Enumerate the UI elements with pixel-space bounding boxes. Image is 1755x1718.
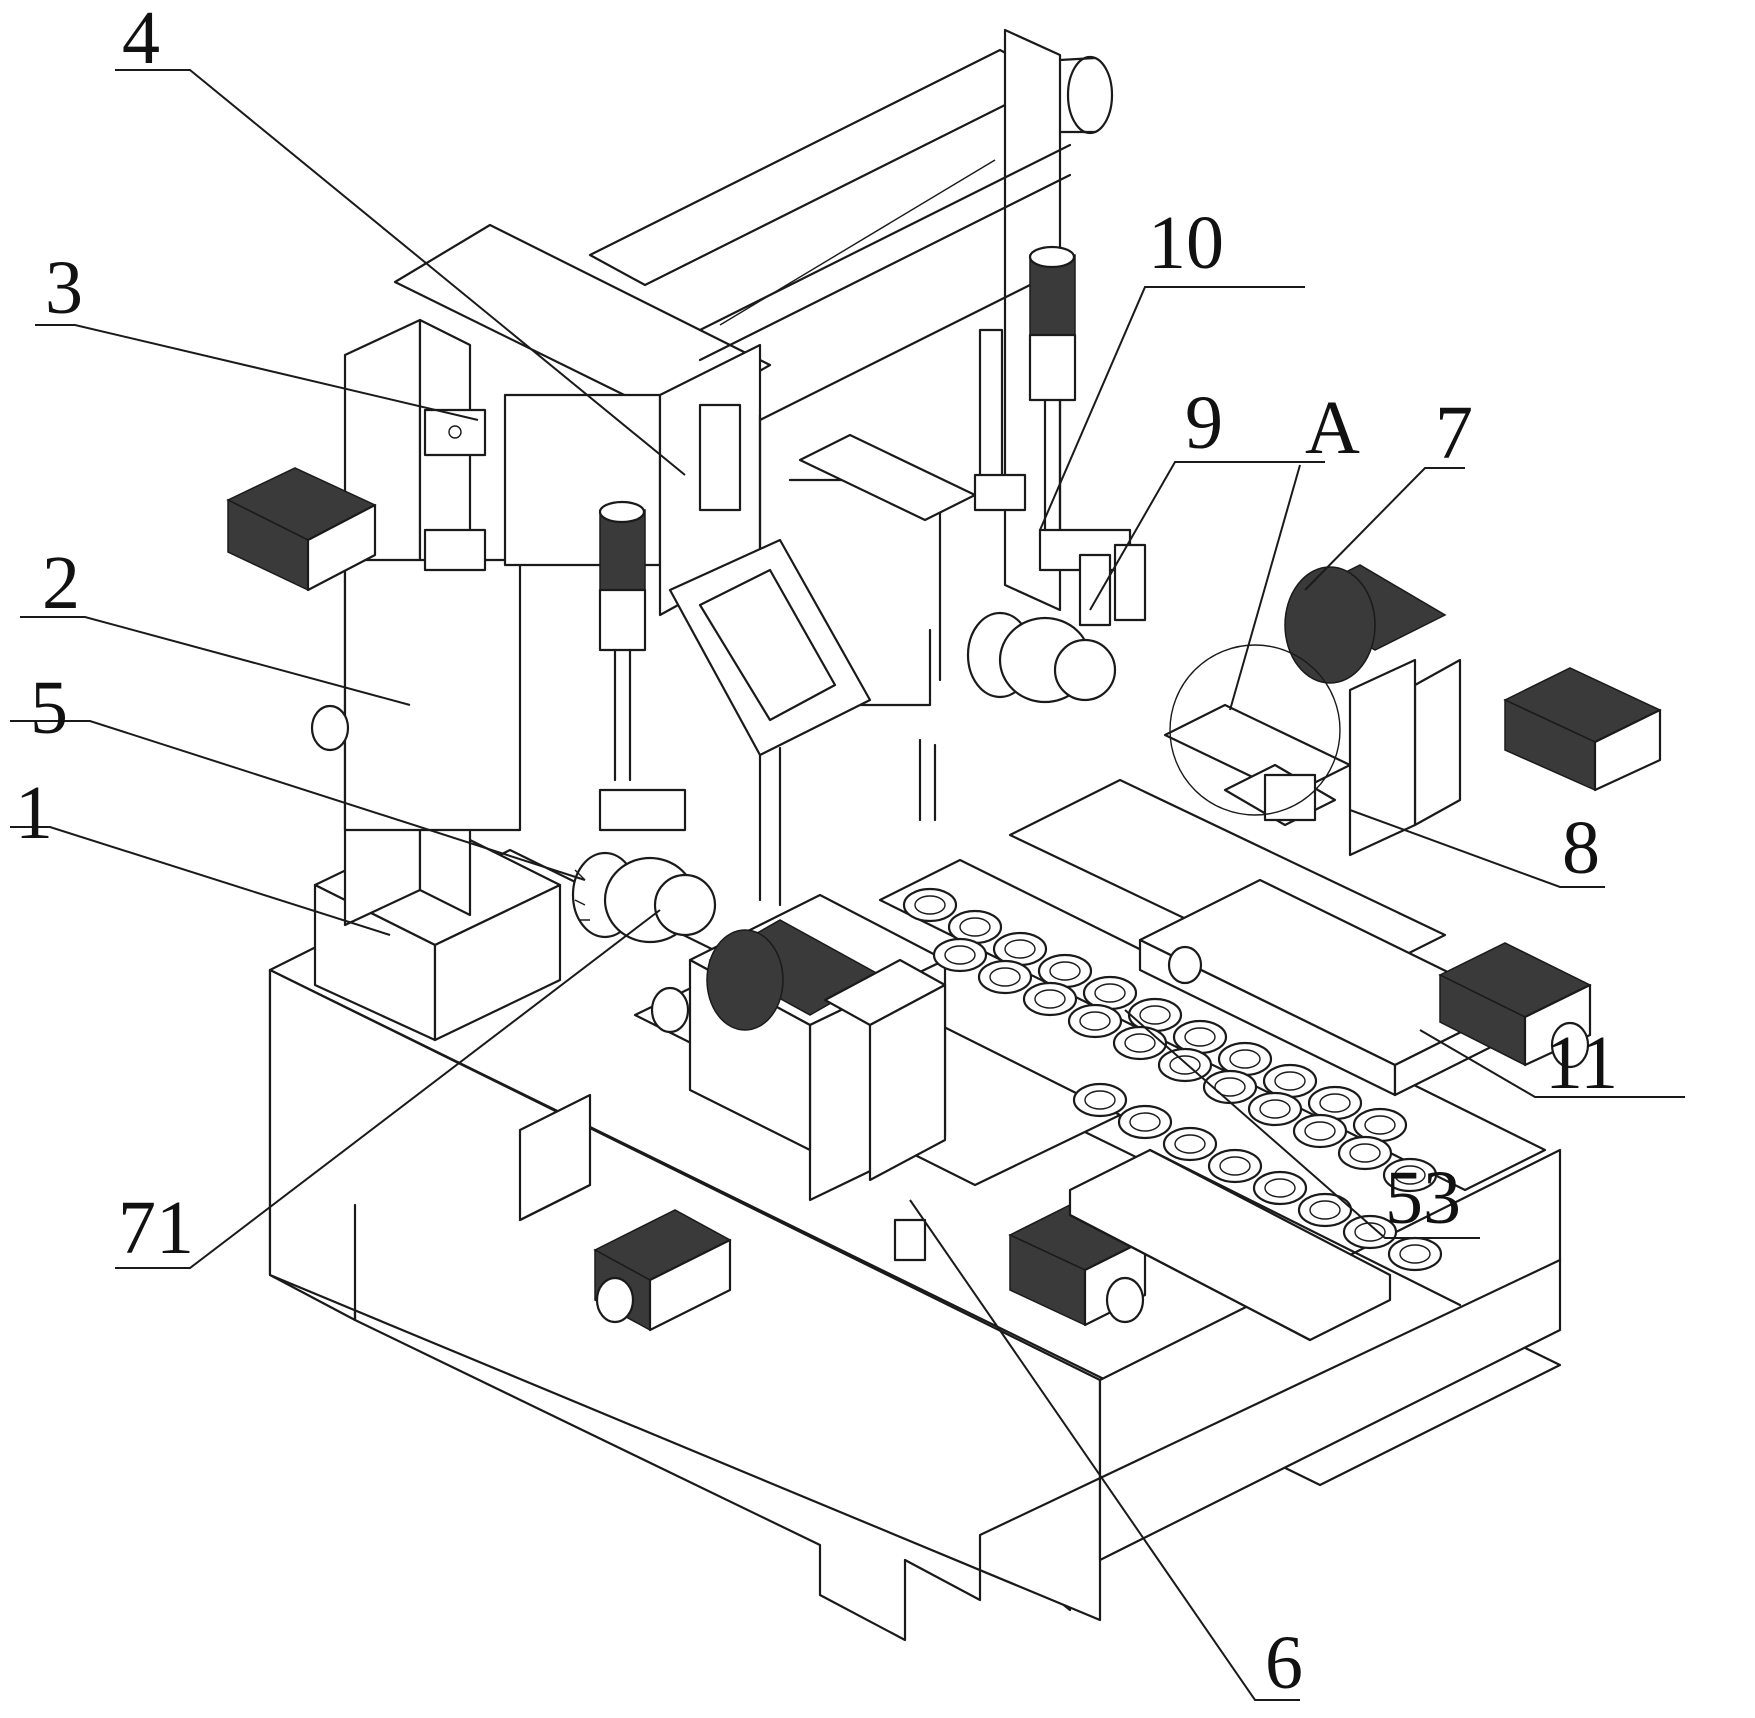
label-8: 8 bbox=[1562, 810, 1600, 886]
label-1: 1 bbox=[15, 775, 53, 851]
label-3: 3 bbox=[45, 250, 83, 326]
workpiece-tray bbox=[1119, 1106, 1171, 1138]
label-4: 4 bbox=[122, 0, 160, 76]
workpiece-tray bbox=[1254, 1172, 1306, 1204]
workpiece-tray bbox=[1294, 1115, 1346, 1147]
leader-10 bbox=[1040, 287, 1305, 530]
label-11: 11 bbox=[1545, 1025, 1618, 1101]
label-5: 5 bbox=[30, 670, 68, 746]
leader-A bbox=[1230, 465, 1300, 710]
workpiece-tray bbox=[1164, 1128, 1216, 1160]
gantry-beam bbox=[395, 30, 1112, 615]
hopper bbox=[670, 540, 870, 905]
right-motor bbox=[1440, 668, 1660, 1067]
chuck-head-left bbox=[573, 853, 715, 942]
label-6: 6 bbox=[1265, 1625, 1303, 1701]
workpiece-tray bbox=[1114, 1027, 1166, 1059]
label-7: 7 bbox=[1435, 395, 1473, 471]
workpiece-tray bbox=[979, 961, 1031, 993]
workpiece-tray bbox=[1159, 1049, 1211, 1081]
label-53: 53 bbox=[1385, 1160, 1461, 1236]
label-9: 9 bbox=[1185, 385, 1223, 461]
workpiece-tray bbox=[1069, 1005, 1121, 1037]
label-71: 71 bbox=[118, 1190, 194, 1266]
workpiece-tray bbox=[1249, 1093, 1301, 1125]
label-A: A bbox=[1305, 390, 1360, 466]
workpiece-tray bbox=[1024, 983, 1076, 1015]
workpiece-tray bbox=[934, 939, 986, 971]
workpiece-tray bbox=[904, 889, 956, 921]
workpiece-tray bbox=[1209, 1150, 1261, 1182]
workpiece-tray bbox=[1339, 1137, 1391, 1169]
label-2: 2 bbox=[42, 545, 80, 621]
label-10: 10 bbox=[1148, 205, 1224, 281]
workpiece-tray bbox=[1074, 1084, 1126, 1116]
workpiece-tray bbox=[1299, 1194, 1351, 1226]
workpiece-tray bbox=[1389, 1238, 1441, 1270]
